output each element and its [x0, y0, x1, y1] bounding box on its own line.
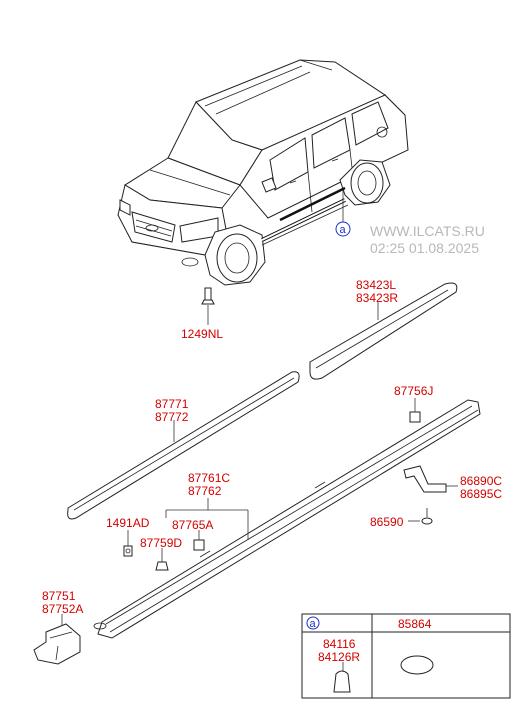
- label-86890C: 86890C: [460, 474, 502, 488]
- plug-84116-icon: [333, 670, 351, 693]
- legend-part-85864: 85864: [398, 617, 432, 631]
- callout-87761C-lines: [165, 498, 249, 540]
- label-87756J: 87756J: [394, 384, 433, 398]
- callout-a-marker: a: [335, 190, 351, 237]
- legend-part-84116: 84116: [323, 637, 356, 651]
- side-moulding-icon: [67, 371, 300, 520]
- mudguard-87751-icon: [33, 614, 81, 665]
- watermark-site: WWW.ILCATS.RU: [370, 223, 485, 239]
- clip-87756J-icon: [409, 398, 421, 423]
- callout-a-text: a: [340, 224, 347, 236]
- label-86590: 86590: [370, 515, 404, 529]
- legend-part-84126R: 84126R: [318, 650, 360, 664]
- legend-marker: a: [310, 618, 317, 630]
- screw-1491AD-icon: [123, 530, 133, 557]
- label-86895C: 86895C: [460, 487, 502, 501]
- oval-85864-icon: [400, 655, 434, 675]
- label-87752A: 87752A: [42, 602, 83, 616]
- label-83423R: 83423R: [356, 291, 398, 305]
- label-87771: 87771: [155, 397, 189, 411]
- bracket-86890C-icon: [403, 465, 458, 493]
- clip-87765A-icon: [193, 530, 205, 551]
- label-83423L: 83423L: [356, 278, 396, 292]
- label-87762: 87762: [188, 484, 222, 498]
- clip-1249NL-icon: [201, 287, 215, 325]
- legend-table: a 85864 84116 84126R: [301, 613, 511, 699]
- plug-86590-icon: [408, 508, 433, 525]
- label-1249NL: 1249NL: [181, 327, 223, 341]
- watermark-datetime: 02:25 01.08.2025: [370, 240, 479, 256]
- label-1491AD: 1491AD: [106, 516, 150, 530]
- label-87765A: 87765A: [172, 518, 213, 532]
- label-87751: 87751: [42, 589, 76, 603]
- label-87761C: 87761C: [188, 471, 230, 485]
- clip-87759D-icon: [155, 548, 169, 571]
- label-87759D: 87759D: [140, 536, 182, 550]
- car-illustration: [117, 59, 409, 286]
- label-87772: 87772: [155, 410, 189, 424]
- door-moulding-icon: [309, 282, 458, 380]
- sill-moulding-icon: [93, 399, 481, 639]
